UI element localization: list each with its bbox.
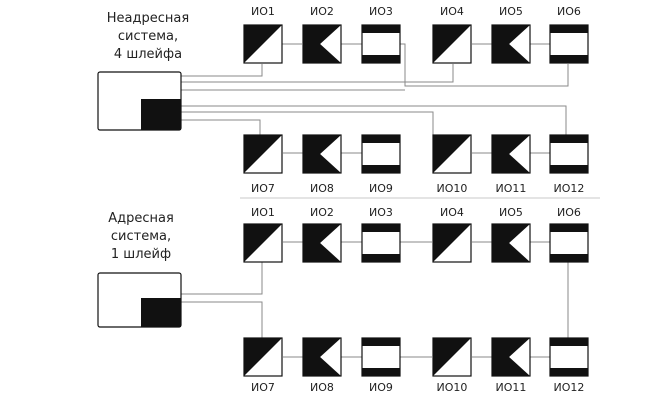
ad-top-detector-1	[243, 223, 283, 263]
na-bottom-label-6: ИО12	[554, 182, 585, 195]
non-addressable-bottom-detectors: ИО7 ИО8 ИО9 ИО10 ИО11 ИО12	[243, 134, 589, 195]
ad-top-detector-2	[302, 223, 342, 263]
na-top-label-5: ИО5	[499, 5, 523, 18]
na-bottom-detector-1	[243, 134, 283, 174]
control-panel-addressable	[97, 272, 182, 328]
control-panel-non-addressable	[97, 71, 182, 131]
non-addressable-top-detectors: ИО1 ИО2 ИО3 ИО4 ИО5 ИО6	[243, 5, 589, 64]
na-top-detector-5	[491, 24, 531, 64]
ad-top-detector-3	[361, 223, 401, 263]
na-top-label-3: ИО3	[369, 5, 393, 18]
ad-top-detector-6	[549, 223, 589, 263]
na-top-label-4: ИО4	[440, 5, 464, 18]
non-addressable-caption-2: система,	[118, 29, 178, 44]
ad-bottom-label-1: ИО7	[251, 381, 275, 394]
ad-top-label-1: ИО1	[251, 206, 275, 219]
ad-top-label-3: ИО3	[369, 206, 393, 219]
ad-bottom-label-2: ИО8	[310, 381, 334, 394]
ad-top-label-5: ИО5	[499, 206, 523, 219]
addressable-caption-3: 1 шлейф	[111, 247, 171, 262]
ad-top-detector-5	[491, 223, 531, 263]
ad-bottom-label-3: ИО9	[369, 381, 393, 394]
na-top-label-2: ИО2	[310, 5, 334, 18]
non-addressable-caption-1: Неадресная	[107, 11, 189, 26]
na-top-detector-6	[549, 24, 589, 64]
ad-bottom-label-4: ИО10	[437, 381, 468, 394]
ad-bottom-detector-2	[302, 337, 342, 377]
ad-bottom-label-5: ИО11	[496, 381, 527, 394]
addressable-caption-2: система,	[111, 229, 171, 244]
na-bottom-label-1: ИО7	[251, 182, 275, 195]
na-bottom-detector-3	[361, 134, 401, 174]
ad-top-label-2: ИО2	[310, 206, 334, 219]
non-addressable-caption-3: 4 шлейфа	[114, 47, 182, 62]
ad-bottom-detector-3	[361, 337, 401, 377]
na-top-label-1: ИО1	[251, 5, 275, 18]
ad-bottom-detector-5	[491, 337, 531, 377]
na-top-detector-1	[243, 24, 283, 64]
na-bottom-label-3: ИО9	[369, 182, 393, 195]
ad-top-detector-4	[432, 223, 472, 263]
ad-top-label-6: ИО6	[557, 206, 581, 219]
ad-bottom-detector-1	[243, 337, 283, 377]
na-bottom-detector-4	[432, 134, 472, 174]
ad-bottom-detector-4	[432, 337, 472, 377]
na-bottom-detector-5	[491, 134, 531, 174]
na-top-detector-2	[302, 24, 342, 64]
ad-bottom-detector-6	[549, 337, 589, 377]
non-addressable-wiring	[180, 43, 569, 154]
na-top-detector-3	[361, 24, 401, 64]
na-bottom-label-4: ИО10	[437, 182, 468, 195]
ad-top-label-4: ИО4	[440, 206, 464, 219]
na-bottom-label-2: ИО8	[310, 182, 334, 195]
ad-bottom-label-6: ИО12	[554, 381, 585, 394]
na-bottom-detector-2	[302, 134, 342, 174]
addressable-wiring	[180, 241, 569, 358]
addressable-bottom-detectors: ИО7 ИО8 ИО9 ИО10 ИО11 ИО12	[243, 337, 589, 394]
na-top-detector-4	[432, 24, 472, 64]
na-bottom-detector-6	[549, 134, 589, 174]
addressable-top-detectors: ИО1 ИО2 ИО3 ИО4 ИО5 ИО6	[243, 206, 589, 263]
na-top-label-6: ИО6	[557, 5, 581, 18]
na-bottom-label-5: ИО11	[496, 182, 527, 195]
addressable-caption-1: Адресная	[108, 211, 174, 226]
